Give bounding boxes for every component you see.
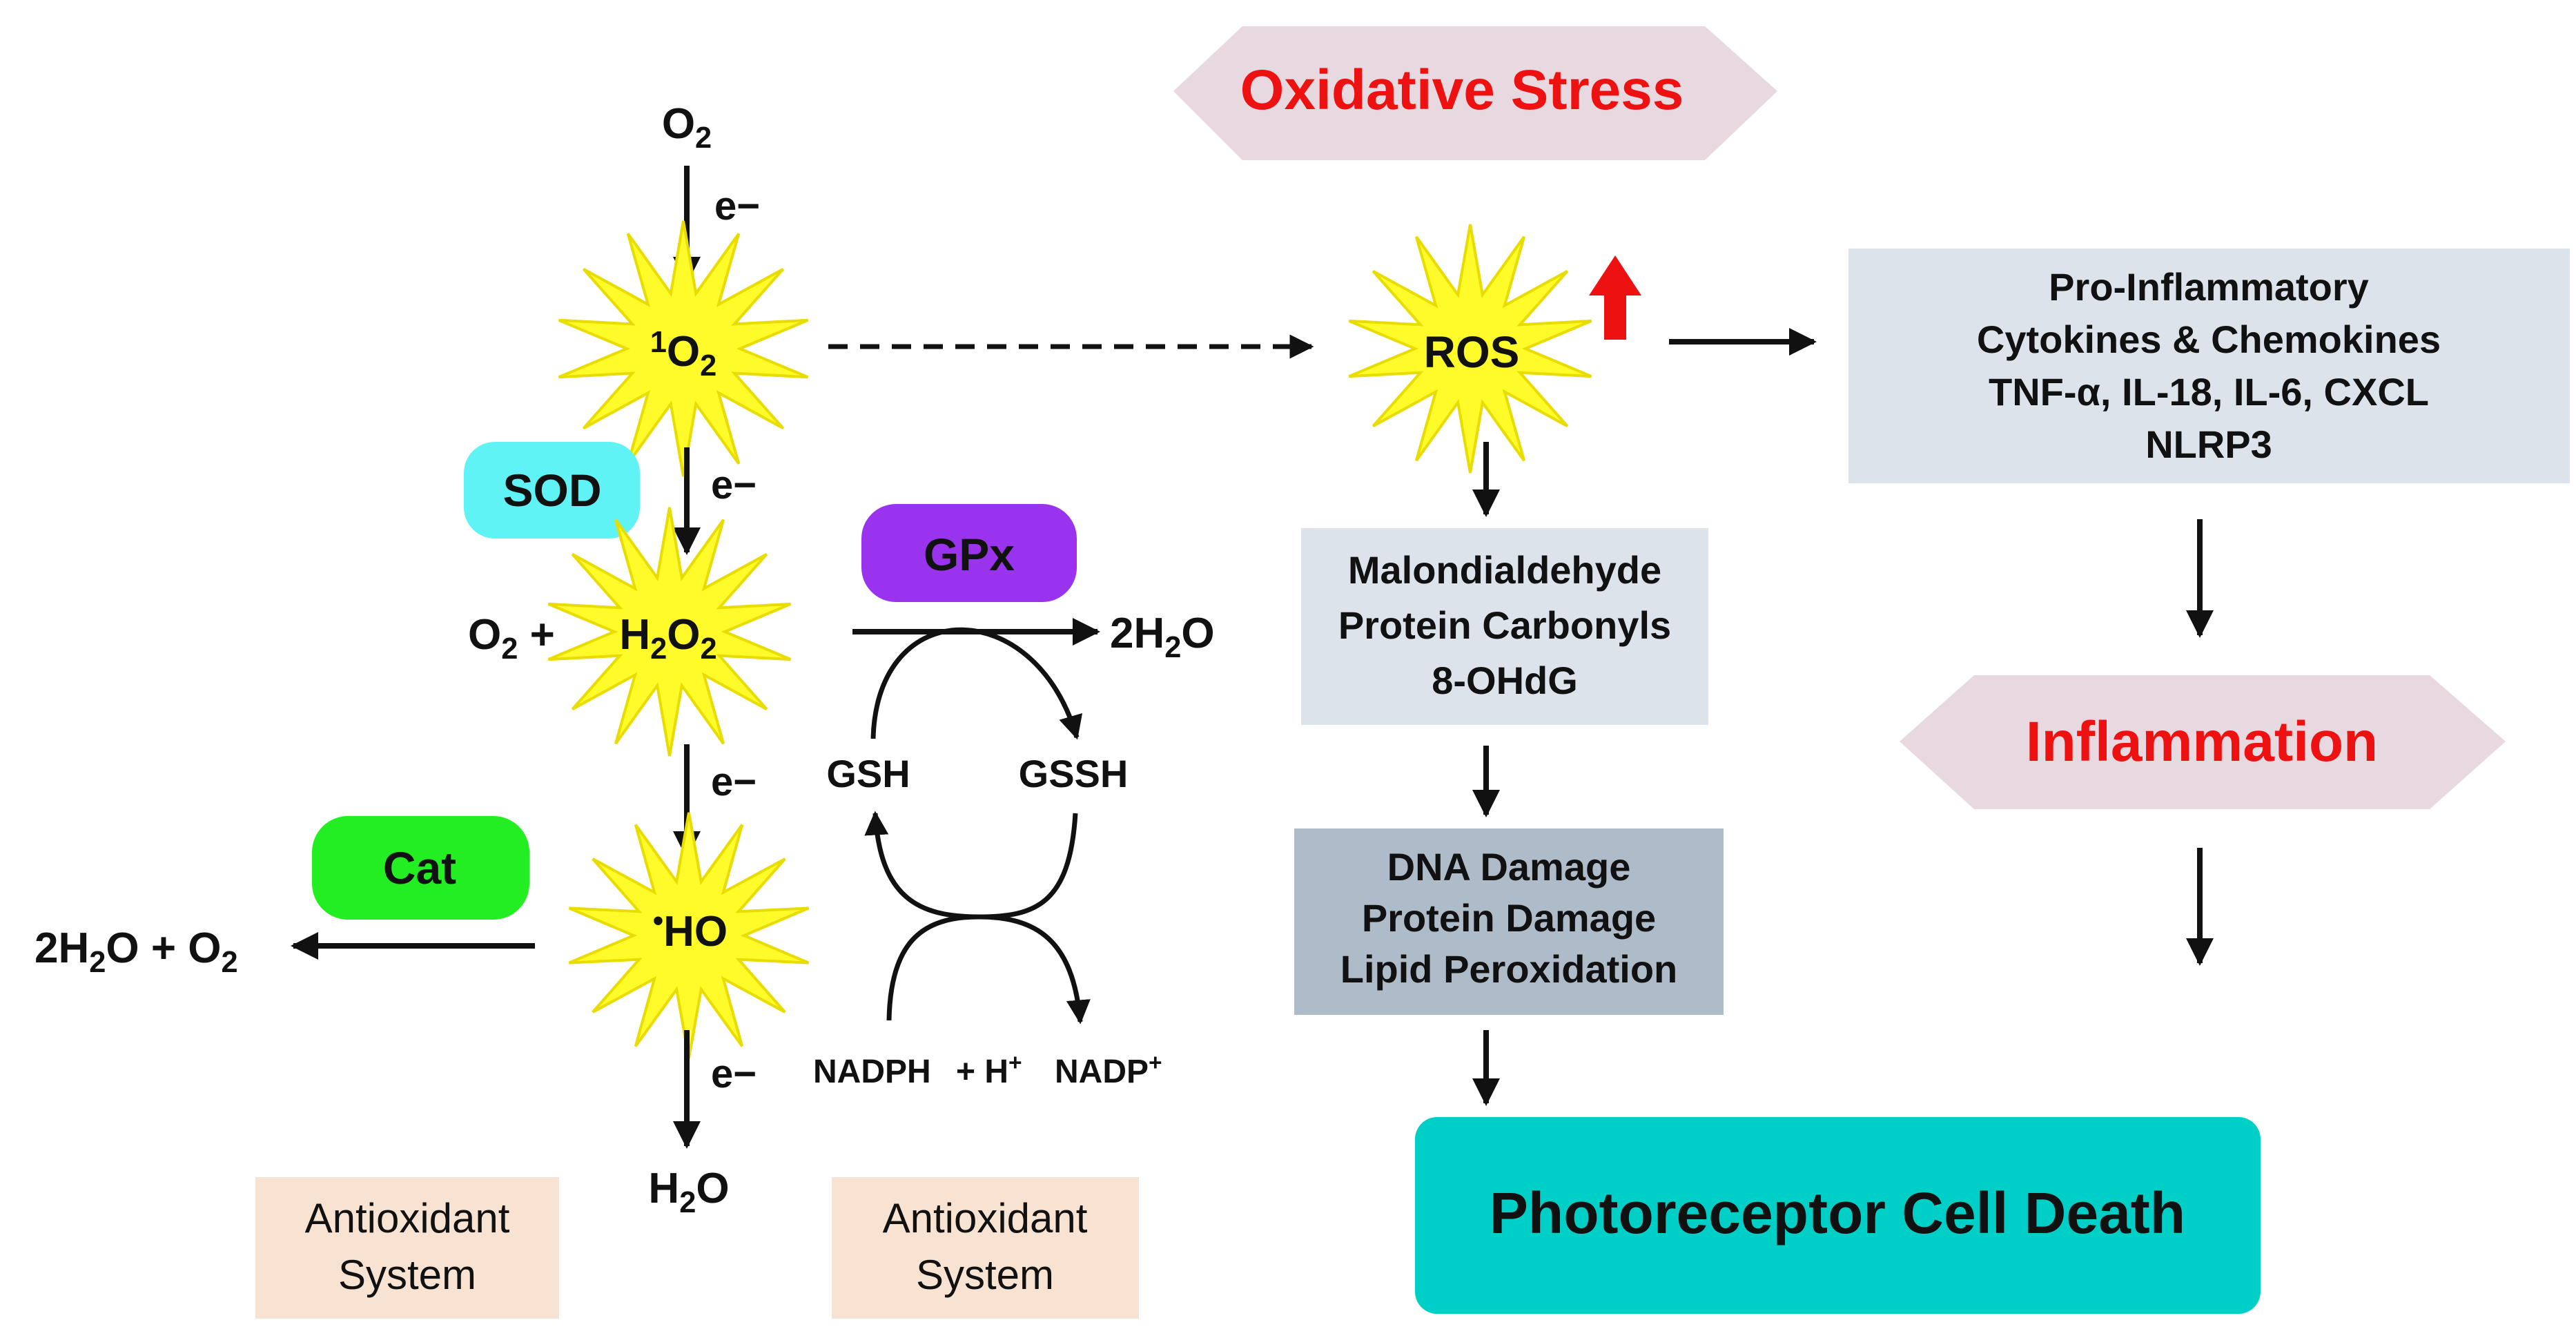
oxidative-markers-box [1301, 528, 1708, 725]
gssh-to-gsh-curve [864, 811, 1078, 920]
svg-text:H2O2: H2O2 [619, 611, 716, 666]
svg-text:1O2: 1O2 [650, 326, 717, 382]
gpx-label: GPx [924, 529, 1015, 580]
oxygen-top-label: O2 [662, 100, 712, 155]
plus-h-label: + H+ [956, 1050, 1022, 1090]
cat-label: Cat [383, 842, 456, 893]
oxidative-stress-banner [1173, 26, 1777, 160]
cat-product-label: 2H2O + O2 [35, 924, 238, 979]
singlet-oxygen-star: 1O2 [558, 220, 809, 477]
h2o2-reaction-oxygen: O2 + [468, 611, 555, 666]
antioxidant-system-box-2 [832, 1177, 1139, 1319]
antioxidant-system-box-1 [255, 1177, 559, 1319]
electron-label-1: e− [714, 184, 760, 229]
cytokines-box [1848, 249, 2570, 483]
water-label: H2O [648, 1165, 729, 1219]
svg-text:ROS: ROS [1424, 327, 1520, 377]
gssh-label: GSSH [1019, 752, 1129, 795]
nadp-label: NADP+ [1055, 1050, 1162, 1090]
electron-label-3: e− [711, 759, 757, 804]
oxidative-stress-title: Oxidative Stress [1240, 59, 1684, 122]
increase-up-arrow-icon [1589, 255, 1641, 340]
nadph-label: NADPH [813, 1054, 931, 1090]
ros-star: ROS [1348, 224, 1592, 474]
gpx-enzyme-badge [861, 504, 1077, 602]
inflammation-label: Inflammation [2026, 710, 2378, 773]
inflammation-banner [1900, 675, 2506, 809]
sod-enzyme-badge [464, 442, 640, 539]
electron-label-2: e− [711, 463, 757, 507]
gsh-to-gssh-curve [870, 627, 1083, 740]
photoreceptor-cell-death-label: Photoreceptor Cell Death [1490, 1181, 2185, 1245]
sod-label: SOD [502, 465, 601, 516]
hydrogen-peroxide-star: H2O2 [547, 507, 792, 757]
svg-text:•HO: •HO [653, 904, 728, 956]
cat-enzyme-badge [312, 816, 529, 920]
gpx-water-product: 2H2O [1110, 610, 1215, 664]
hydroxyl-radical-star: •HO [568, 812, 810, 1059]
gsh-label: GSH [826, 752, 910, 795]
cellular-damage-box [1294, 828, 1724, 1015]
nadph-to-nadp-curve [886, 914, 1091, 1025]
photoreceptor-cell-death-box [1415, 1117, 2261, 1314]
electron-label-4: e− [711, 1051, 757, 1096]
